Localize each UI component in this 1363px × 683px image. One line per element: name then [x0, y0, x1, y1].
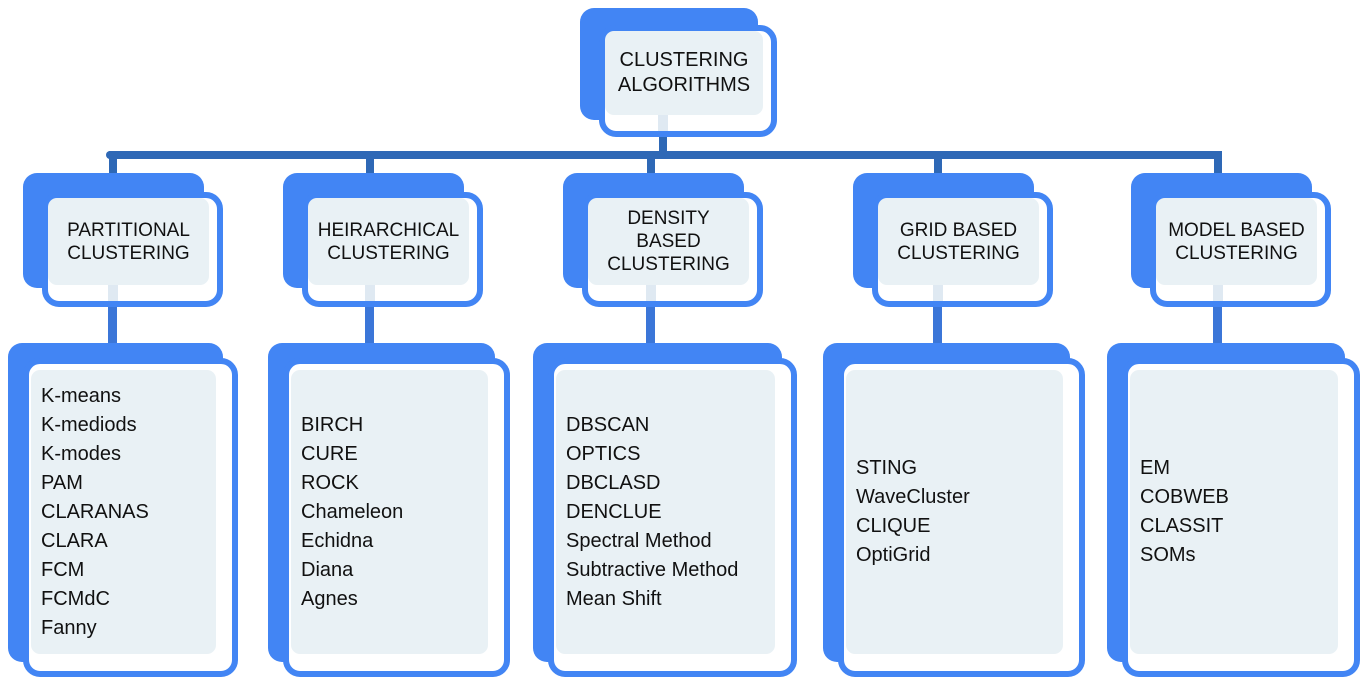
- tree-branch-connector-line: [1214, 151, 1222, 185]
- list-item: OPTICS: [566, 442, 641, 465]
- list-item: FCMdC: [41, 587, 110, 610]
- tree-branch-connector-line: [366, 151, 374, 185]
- list-item: Echidna: [301, 529, 374, 552]
- category-label: HEIRARCHICAL CLUSTERING: [317, 219, 460, 264]
- list-item: DBCLASD: [566, 471, 661, 494]
- category-label: MODEL BASED CLUSTERING: [1168, 219, 1305, 264]
- category-panel: HEIRARCHICAL CLUSTERING: [308, 198, 469, 285]
- algorithm-list-box: EM COBWEB CLASSIT SOMs: [1122, 358, 1360, 677]
- algorithm-list: DBSCAN OPTICS DBCLASD DENCLUE Spectral Metho…: [556, 370, 775, 654]
- list-item: WaveCluster: [856, 486, 970, 508]
- list-item: STING: [856, 457, 918, 479]
- algorithm-list-box: DBSCAN OPTICS DBCLASD DENCLUE Spectral Metho…: [548, 358, 797, 677]
- category-label: PARTITIONAL CLUSTERING: [67, 219, 190, 264]
- tree-branch-connector-line: [647, 151, 655, 185]
- category-box: DENSITY BASED CLUSTERING: [582, 192, 763, 307]
- list-item: COBWEB: [1140, 486, 1229, 508]
- list-item: Fanny: [41, 616, 97, 639]
- list-item: CLIQUE: [856, 515, 931, 537]
- category-to-list-connector-line: [365, 299, 374, 353]
- list-item: DENCLUE: [566, 500, 662, 523]
- category-to-list-connector-line: [1213, 299, 1222, 353]
- root-connector-line: [659, 126, 667, 158]
- category-connector-hint: [933, 285, 943, 301]
- list-item: K-mediods: [41, 413, 137, 436]
- list-item: PAM: [41, 471, 83, 494]
- category-connector-hint: [365, 285, 375, 301]
- category-to-list-connector-line: [108, 299, 117, 353]
- category-box: PARTITIONAL CLUSTERING: [42, 192, 223, 307]
- category-connector-hint: [646, 285, 656, 301]
- list-item: K-means: [41, 384, 122, 407]
- list-item: SOMs: [1140, 544, 1196, 566]
- list-item: FCM: [41, 558, 85, 581]
- category-panel: DENSITY BASED CLUSTERING: [588, 198, 749, 285]
- category-to-list-connector-line: [646, 299, 655, 353]
- category-panel: GRID BASED CLUSTERING: [878, 198, 1039, 285]
- list-item: EM: [1140, 457, 1170, 479]
- list-item: Agnes: [301, 587, 358, 610]
- list-item: CLASSIT: [1140, 515, 1224, 537]
- algorithm-list: EM COBWEB CLASSIT SOMs: [1130, 370, 1338, 654]
- root-label: CLUSTERING ALGORITHMS: [617, 49, 751, 96]
- category-panel: PARTITIONAL CLUSTERING: [48, 198, 209, 285]
- category-connector-hint: [108, 285, 118, 301]
- list-item: DBSCAN: [566, 413, 650, 436]
- category-to-list-connector-line: [933, 299, 942, 353]
- root-panel: CLUSTERING ALGORITHMS: [605, 31, 763, 115]
- list-item: CURE: [301, 442, 358, 465]
- list-item: Spectral Method: [566, 529, 712, 552]
- category-label: GRID BASED CLUSTERING: [897, 219, 1020, 264]
- category-panel: MODEL BASED CLUSTERING: [1156, 198, 1317, 285]
- list-item: ROCK: [301, 471, 359, 494]
- list-item: BIRCH: [301, 413, 364, 436]
- root-connector-hint: [658, 115, 668, 131]
- list-item: Mean Shift: [566, 587, 662, 610]
- list-item: OptiGrid: [856, 544, 931, 566]
- category-box: GRID BASED CLUSTERING: [872, 192, 1053, 307]
- root-box: CLUSTERING ALGORITHMS: [599, 25, 777, 137]
- tree-branch-connector-line: [109, 151, 117, 185]
- tree-branch-connector-line: [934, 151, 942, 185]
- list-item: Diana: [301, 558, 354, 581]
- list-item: K-modes: [41, 442, 122, 465]
- category-box: MODEL BASED CLUSTERING: [1150, 192, 1331, 307]
- category-label: DENSITY BASED CLUSTERING: [607, 208, 730, 275]
- list-item: CLARANAS: [41, 500, 149, 523]
- category-connector-hint: [1213, 285, 1223, 301]
- list-item: CLARA: [41, 529, 108, 552]
- category-box: HEIRARCHICAL CLUSTERING: [302, 192, 483, 307]
- list-item: Subtractive Method: [566, 558, 739, 581]
- list-item: Chameleon: [301, 500, 404, 523]
